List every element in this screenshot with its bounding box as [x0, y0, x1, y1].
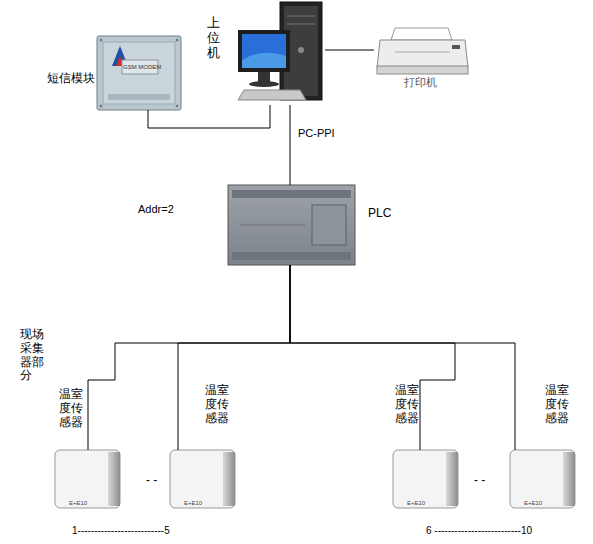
section-label: 现场采集器部分 — [20, 328, 48, 383]
sensor-illustrations — [55, 450, 575, 508]
device-label: PLC — [368, 207, 398, 221]
model-label: E+E10 — [524, 500, 564, 507]
ellipsis-mark: - - — [474, 474, 485, 488]
printer-illustration — [377, 28, 468, 74]
device-label: 温室度传感器 — [205, 384, 233, 425]
wire-connector — [290, 265, 455, 450]
device-label: 短信模块 — [47, 72, 103, 86]
sensor-node: 温室度传感器E+E10 — [55, 450, 120, 508]
wire-connector — [290, 105, 291, 185]
modem-illustration — [97, 36, 181, 110]
range-label: 1--------------------------5 — [72, 525, 170, 537]
wire-connector — [148, 105, 270, 128]
model-label: E+E10 — [407, 500, 447, 507]
sensor-node: 温室度传感器E+E10 — [393, 450, 458, 508]
wire-connector — [88, 265, 290, 450]
address-label: Addr=2 — [138, 203, 174, 216]
ellipsis-mark: - - — [146, 474, 157, 488]
model-label: GSM MODEM — [123, 64, 163, 71]
device-node: 上位机 — [235, 0, 325, 105]
device-node: 打印机 — [374, 24, 471, 94]
wire-connector — [290, 265, 515, 450]
sensor-node: 温室度传感器E+E10 — [510, 450, 575, 508]
link-label: PC-PPI — [298, 127, 335, 140]
model-label: E+E10 — [69, 500, 109, 507]
device-label: 温室度传感器 — [545, 384, 573, 425]
device-label: 上位机 — [207, 16, 222, 61]
computer-illustration — [238, 2, 322, 100]
sensor-node: 温室度传感器E+E10 — [170, 450, 235, 508]
device-node: 短信模块GSM MODEM — [97, 36, 181, 110]
plc-node: PLC — [228, 185, 355, 265]
device-label: 打印机 — [404, 76, 449, 89]
device-label: 温室度传感器 — [395, 384, 423, 425]
model-label: E+E10 — [184, 500, 224, 507]
wire-connector — [325, 50, 374, 51]
range-label: 6 --------------------------10 — [426, 525, 532, 537]
device-label: 温室度传感器 — [59, 388, 87, 429]
wire-connector — [178, 265, 290, 450]
plc-illustration — [228, 185, 355, 265]
